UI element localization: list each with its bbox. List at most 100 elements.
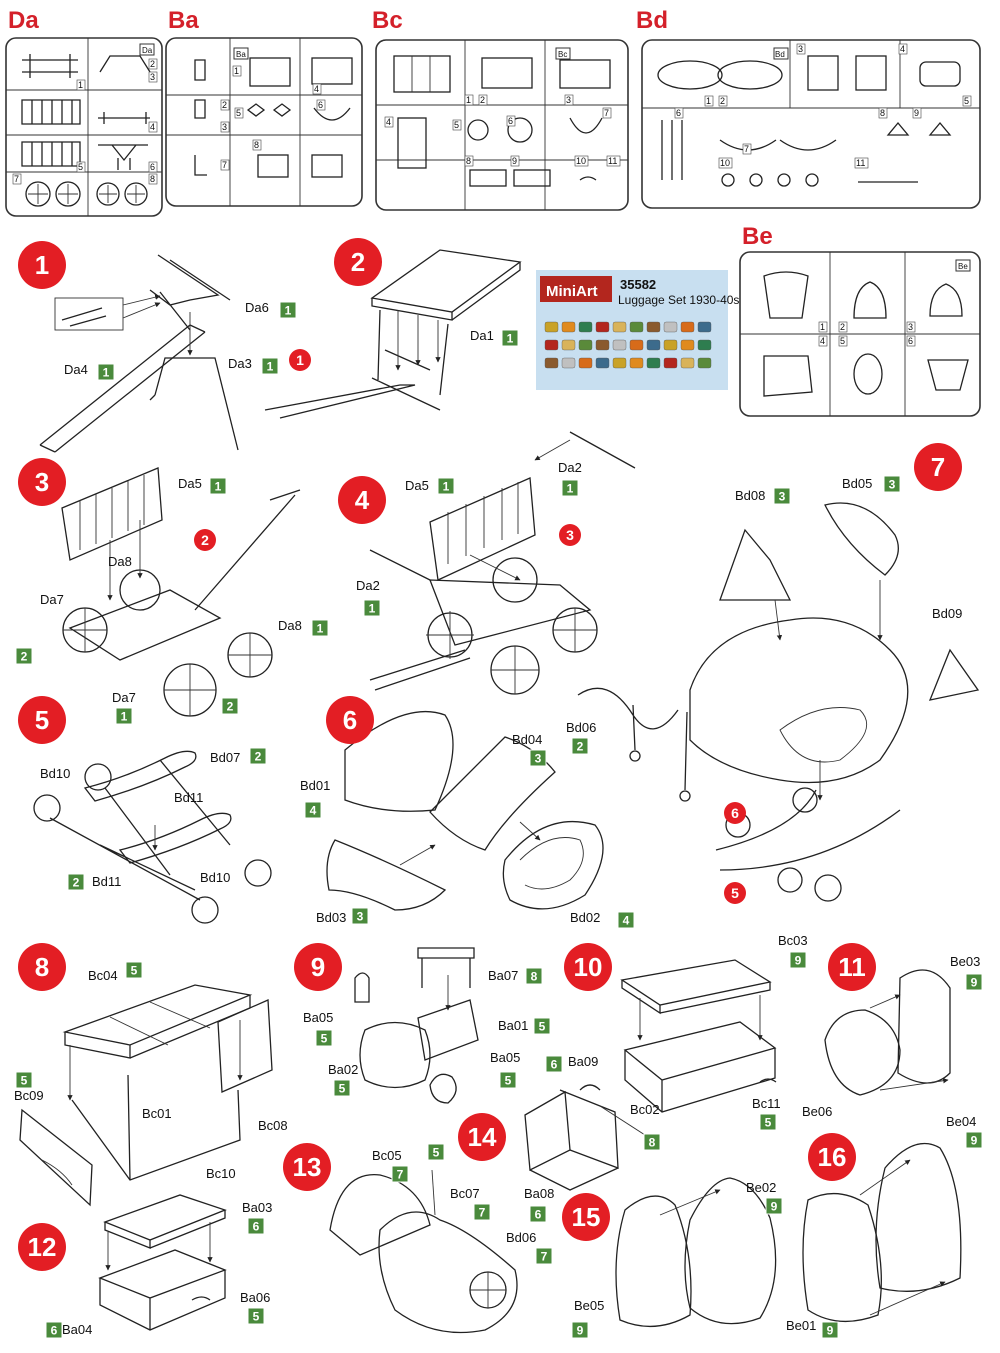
sprue-part-number: 4: [820, 336, 825, 346]
decal-items: [544, 321, 712, 369]
decal-swatch: [680, 357, 695, 369]
sprue-part-number: 2: [150, 59, 155, 69]
part-number: 1: [443, 480, 450, 494]
step-4-marker: 4: [338, 476, 386, 524]
subassembly-ref: 6: [724, 802, 746, 824]
sprue-part-number: 8: [150, 174, 155, 184]
part-number-box: 7: [535, 1247, 553, 1265]
part-number: 1: [215, 480, 222, 494]
step-number: 3: [35, 467, 49, 497]
part-number: 5: [433, 1146, 440, 1160]
part-number: 6: [51, 1324, 58, 1338]
part-number-box: 2: [221, 697, 239, 715]
part-label: Bd01: [300, 778, 330, 793]
part-number: 9: [971, 1134, 978, 1148]
decal-swatch: [544, 321, 559, 333]
step-7-drawing: [577, 502, 980, 902]
sprue-part-number: 7: [14, 174, 19, 184]
part-number: 1: [267, 360, 274, 374]
part-number: 9: [771, 1200, 778, 1214]
decal-swatch: [663, 321, 678, 333]
part-label: Ba01: [498, 1018, 528, 1033]
part-number-box: 5: [427, 1143, 445, 1161]
sprue-part-number: 5: [840, 336, 845, 346]
decal-swatch: [612, 339, 627, 351]
part-label: Bc11: [752, 1096, 781, 1111]
step-number: 9: [311, 952, 325, 982]
part-label: Da8: [108, 554, 132, 569]
sprue-part-number: 6: [318, 100, 323, 110]
sprue-part-number: 5: [964, 96, 969, 106]
part-label: Ba07: [488, 968, 518, 983]
sprue-part-number: 10: [576, 156, 586, 166]
part-number: 5: [21, 1074, 28, 1088]
step-circle: [564, 943, 612, 991]
step-3-marker: 3: [18, 458, 66, 506]
part-label: Bd06: [506, 1230, 536, 1245]
sprue-part-number: 8: [466, 156, 471, 166]
step-circle: [326, 696, 374, 744]
part-number: 1: [567, 482, 574, 496]
part-label: Bc10: [206, 1166, 236, 1181]
sprue-part-number: 2: [840, 322, 845, 332]
part-number-box: 5: [247, 1307, 265, 1325]
part-label: Bd07: [210, 750, 240, 765]
step-5-drawing: [33, 750, 272, 924]
step-13-marker: 13: [283, 1143, 331, 1191]
part-number: 8: [649, 1136, 656, 1150]
sprue-part-number: 3: [566, 95, 571, 105]
sprue-part-number: 4: [150, 122, 155, 132]
decal-swatch: [663, 339, 678, 351]
part-label: Bd02: [570, 910, 600, 925]
part-number-box: 1: [209, 477, 227, 495]
part-number-box: 1: [501, 329, 519, 347]
part-number-box: 3: [773, 487, 791, 505]
part-number-box: 5: [759, 1113, 777, 1131]
part-number: 1: [103, 366, 110, 380]
sprue-part-number: 5: [78, 162, 83, 172]
sprue-part-number: 6: [676, 108, 681, 118]
step-8-marker: 8: [18, 943, 66, 991]
sprue-part-number: 7: [222, 160, 227, 170]
decal-swatch: [595, 321, 610, 333]
part-label: Be06: [802, 1104, 832, 1119]
decal-swatch: [578, 321, 593, 333]
subassembly-number: 6: [731, 805, 739, 821]
step-number: 10: [574, 952, 603, 982]
part-number-box: 9: [789, 951, 807, 969]
step-6-drawing: [326, 711, 604, 911]
step-number: 5: [35, 705, 49, 735]
part-label: Bd08: [735, 488, 765, 503]
subassembly-ref: 3: [559, 524, 581, 546]
part-number-box: 5: [333, 1079, 351, 1097]
part-label: Be01: [786, 1318, 816, 1333]
decal-swatch: [697, 321, 712, 333]
part-label: Bc09: [14, 1088, 44, 1103]
part-number: 2: [21, 650, 28, 664]
part-number-box: 8: [643, 1133, 661, 1151]
part-number: 5: [131, 964, 138, 978]
part-label: Bd11: [92, 874, 121, 889]
sprue-da-title: Da: [8, 7, 39, 34]
sprue-part-number: 7: [604, 108, 609, 118]
sprue-ba-title: Ba: [168, 7, 199, 34]
sprue-part-number: 5: [236, 108, 241, 118]
part-number-box: 5: [315, 1029, 333, 1047]
part-label: Da2: [356, 578, 380, 593]
subassembly-number: 5: [731, 885, 739, 901]
part-number: 8: [531, 970, 538, 984]
part-number: 1: [285, 304, 292, 318]
step-circle: [294, 943, 342, 991]
step-15-drawing: [615, 1177, 777, 1328]
part-label: Ba05: [490, 1050, 520, 1065]
part-label: Da4: [64, 362, 88, 377]
part-number-box: 2: [571, 737, 589, 755]
part-number-box: 4: [304, 801, 322, 819]
part-label: Bd10: [40, 766, 70, 781]
part-number: 9: [795, 954, 802, 968]
part-number-box: 1: [97, 363, 115, 381]
part-label: Be05: [574, 1298, 604, 1313]
part-label: Be04: [946, 1114, 976, 1129]
